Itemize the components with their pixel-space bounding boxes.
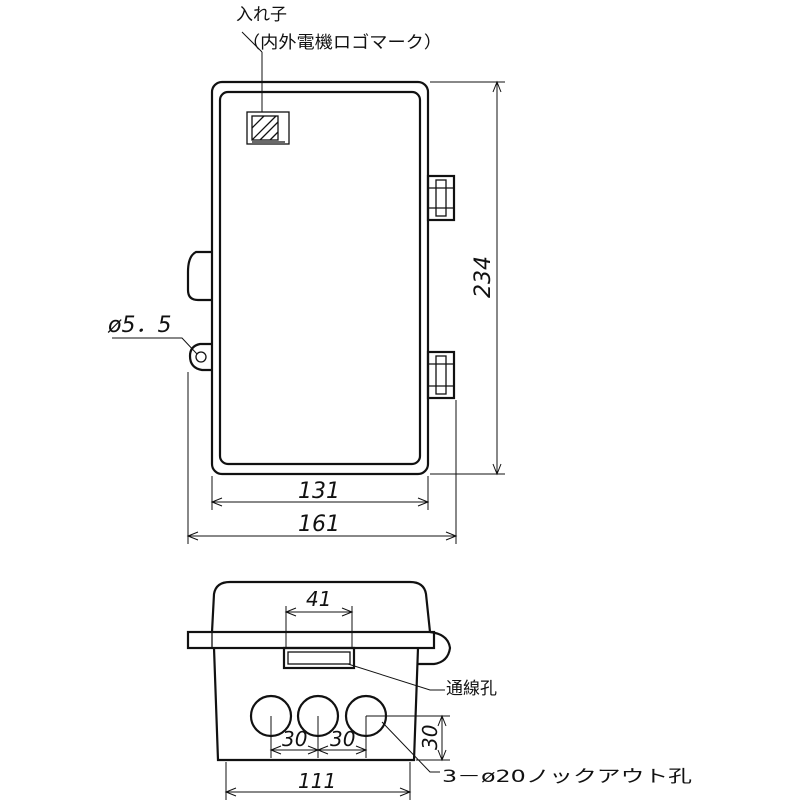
hinge-top [426, 174, 456, 222]
wire-hole-label: 通線孔 [446, 679, 497, 699]
hinge-bottom [426, 350, 456, 400]
cover-dome [210, 580, 432, 633]
vertical-offset-dim-label: 30 [418, 725, 442, 750]
inner-width-dim-label: 131 [298, 479, 340, 504]
height-dim-label: 234 [471, 256, 496, 298]
side-view [186, 580, 452, 800]
cover-opening-dim-label: 41 [306, 587, 331, 611]
wire-hole [282, 646, 356, 670]
left-latch [186, 250, 212, 302]
pitch-dim-label-1: 30 [282, 727, 307, 751]
base-width-dim-label: 111 [298, 769, 336, 793]
cover-flange [186, 630, 436, 650]
outer-width-dim-label: 161 [298, 512, 340, 537]
box-inner-outline [218, 90, 422, 466]
front-view [112, 31, 505, 544]
knockout-label: 3－ø20ノックアウト孔 [442, 767, 692, 787]
insert-sub-label: （内外電機ロゴマーク） [242, 32, 442, 53]
logo-insert [246, 111, 290, 145]
pitch-dim-label-2: 30 [330, 727, 355, 751]
box-body-side [212, 647, 420, 762]
box-outer-outline [210, 80, 430, 476]
mounting-ear [188, 342, 212, 372]
hinge-side [418, 630, 452, 666]
insert-title-label: 入れ子 [236, 5, 287, 25]
hole-diameter-label: ø5．5 [107, 313, 171, 338]
